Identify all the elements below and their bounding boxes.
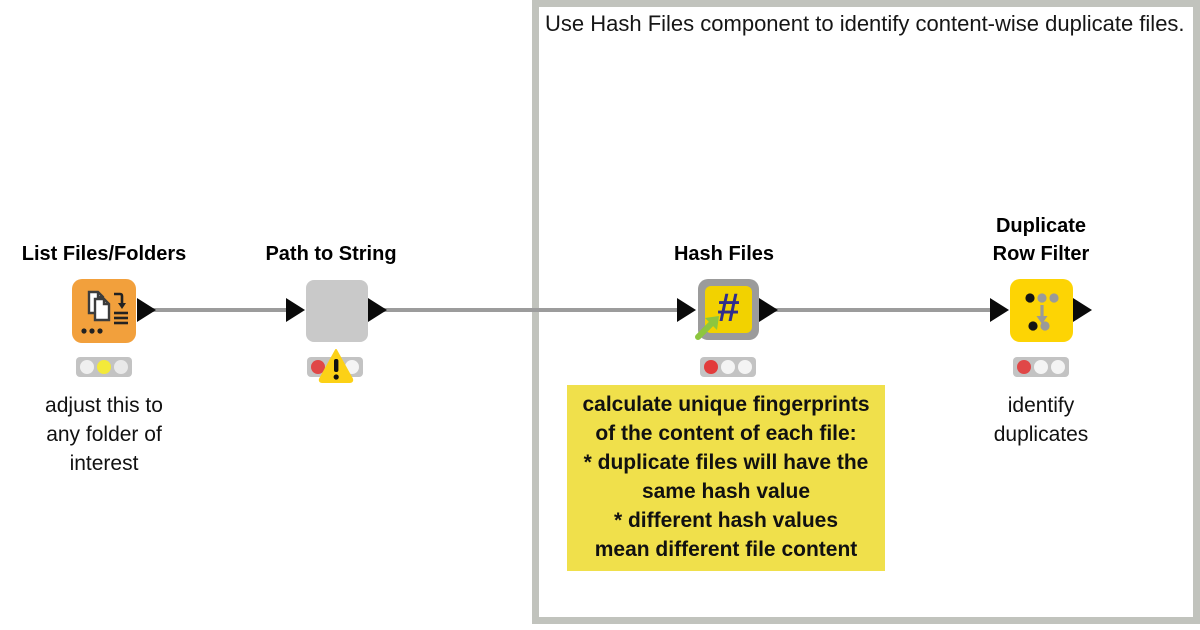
list-files-icon [72, 279, 136, 343]
status-light [114, 360, 128, 374]
component-arrow-icon [693, 312, 723, 342]
status-light [345, 360, 359, 374]
node-title-path-to-string: Path to String [265, 243, 397, 265]
status-light-yellow [97, 360, 111, 374]
duplicate-rows-icon [1010, 279, 1073, 342]
status-light-red [311, 360, 325, 374]
edge-hashfiles-duplicaterowfilter[interactable] [775, 308, 996, 312]
output-port-path-to-string[interactable] [368, 298, 387, 322]
status-light-red [704, 360, 718, 374]
status-light [738, 360, 752, 374]
edge-listfiles-pathtostring[interactable] [150, 308, 290, 312]
node-path-to-string[interactable] [306, 280, 368, 342]
node-caption-list-files: adjust this to any folder of interest [45, 394, 163, 475]
node-title-duplicate-row-filter: Duplicate Row Filter [992, 215, 1090, 265]
warning-icon [317, 347, 355, 385]
status-light [80, 360, 94, 374]
input-port-path-to-string[interactable] [286, 298, 305, 322]
node-comment-hash-files: calculate unique fingerprints of the con… [567, 385, 885, 571]
output-port-list-files[interactable] [137, 298, 156, 322]
output-port-duplicate-row-filter[interactable] [1073, 298, 1092, 322]
input-port-hash-files[interactable] [677, 298, 696, 322]
annotation-text: Use Hash Files component to identify con… [545, 11, 1185, 36]
status-traffic-light-list-files [76, 357, 132, 377]
status-traffic-light-hash-files [700, 357, 756, 377]
hash-icon: # [717, 286, 740, 330]
edge-pathtostring-hashfiles[interactable] [383, 308, 679, 312]
node-hash-files-component[interactable]: # [695, 279, 759, 340]
status-light [1034, 360, 1048, 374]
output-port-hash-files[interactable] [759, 298, 778, 322]
status-light-red [1017, 360, 1031, 374]
status-traffic-light-duplicate-row-filter [1013, 357, 1069, 377]
node-duplicate-row-filter[interactable] [1010, 279, 1073, 342]
status-light [1051, 360, 1065, 374]
node-title-hash-files: Hash Files [673, 243, 775, 265]
node-title-list-files-folders: List Files/Folders [21, 243, 187, 265]
node-caption-duplicate-row-filter: identify duplicates [993, 394, 1089, 446]
node-list-files-folders[interactable] [72, 279, 136, 343]
input-port-duplicate-row-filter[interactable] [990, 298, 1009, 322]
status-light [721, 360, 735, 374]
